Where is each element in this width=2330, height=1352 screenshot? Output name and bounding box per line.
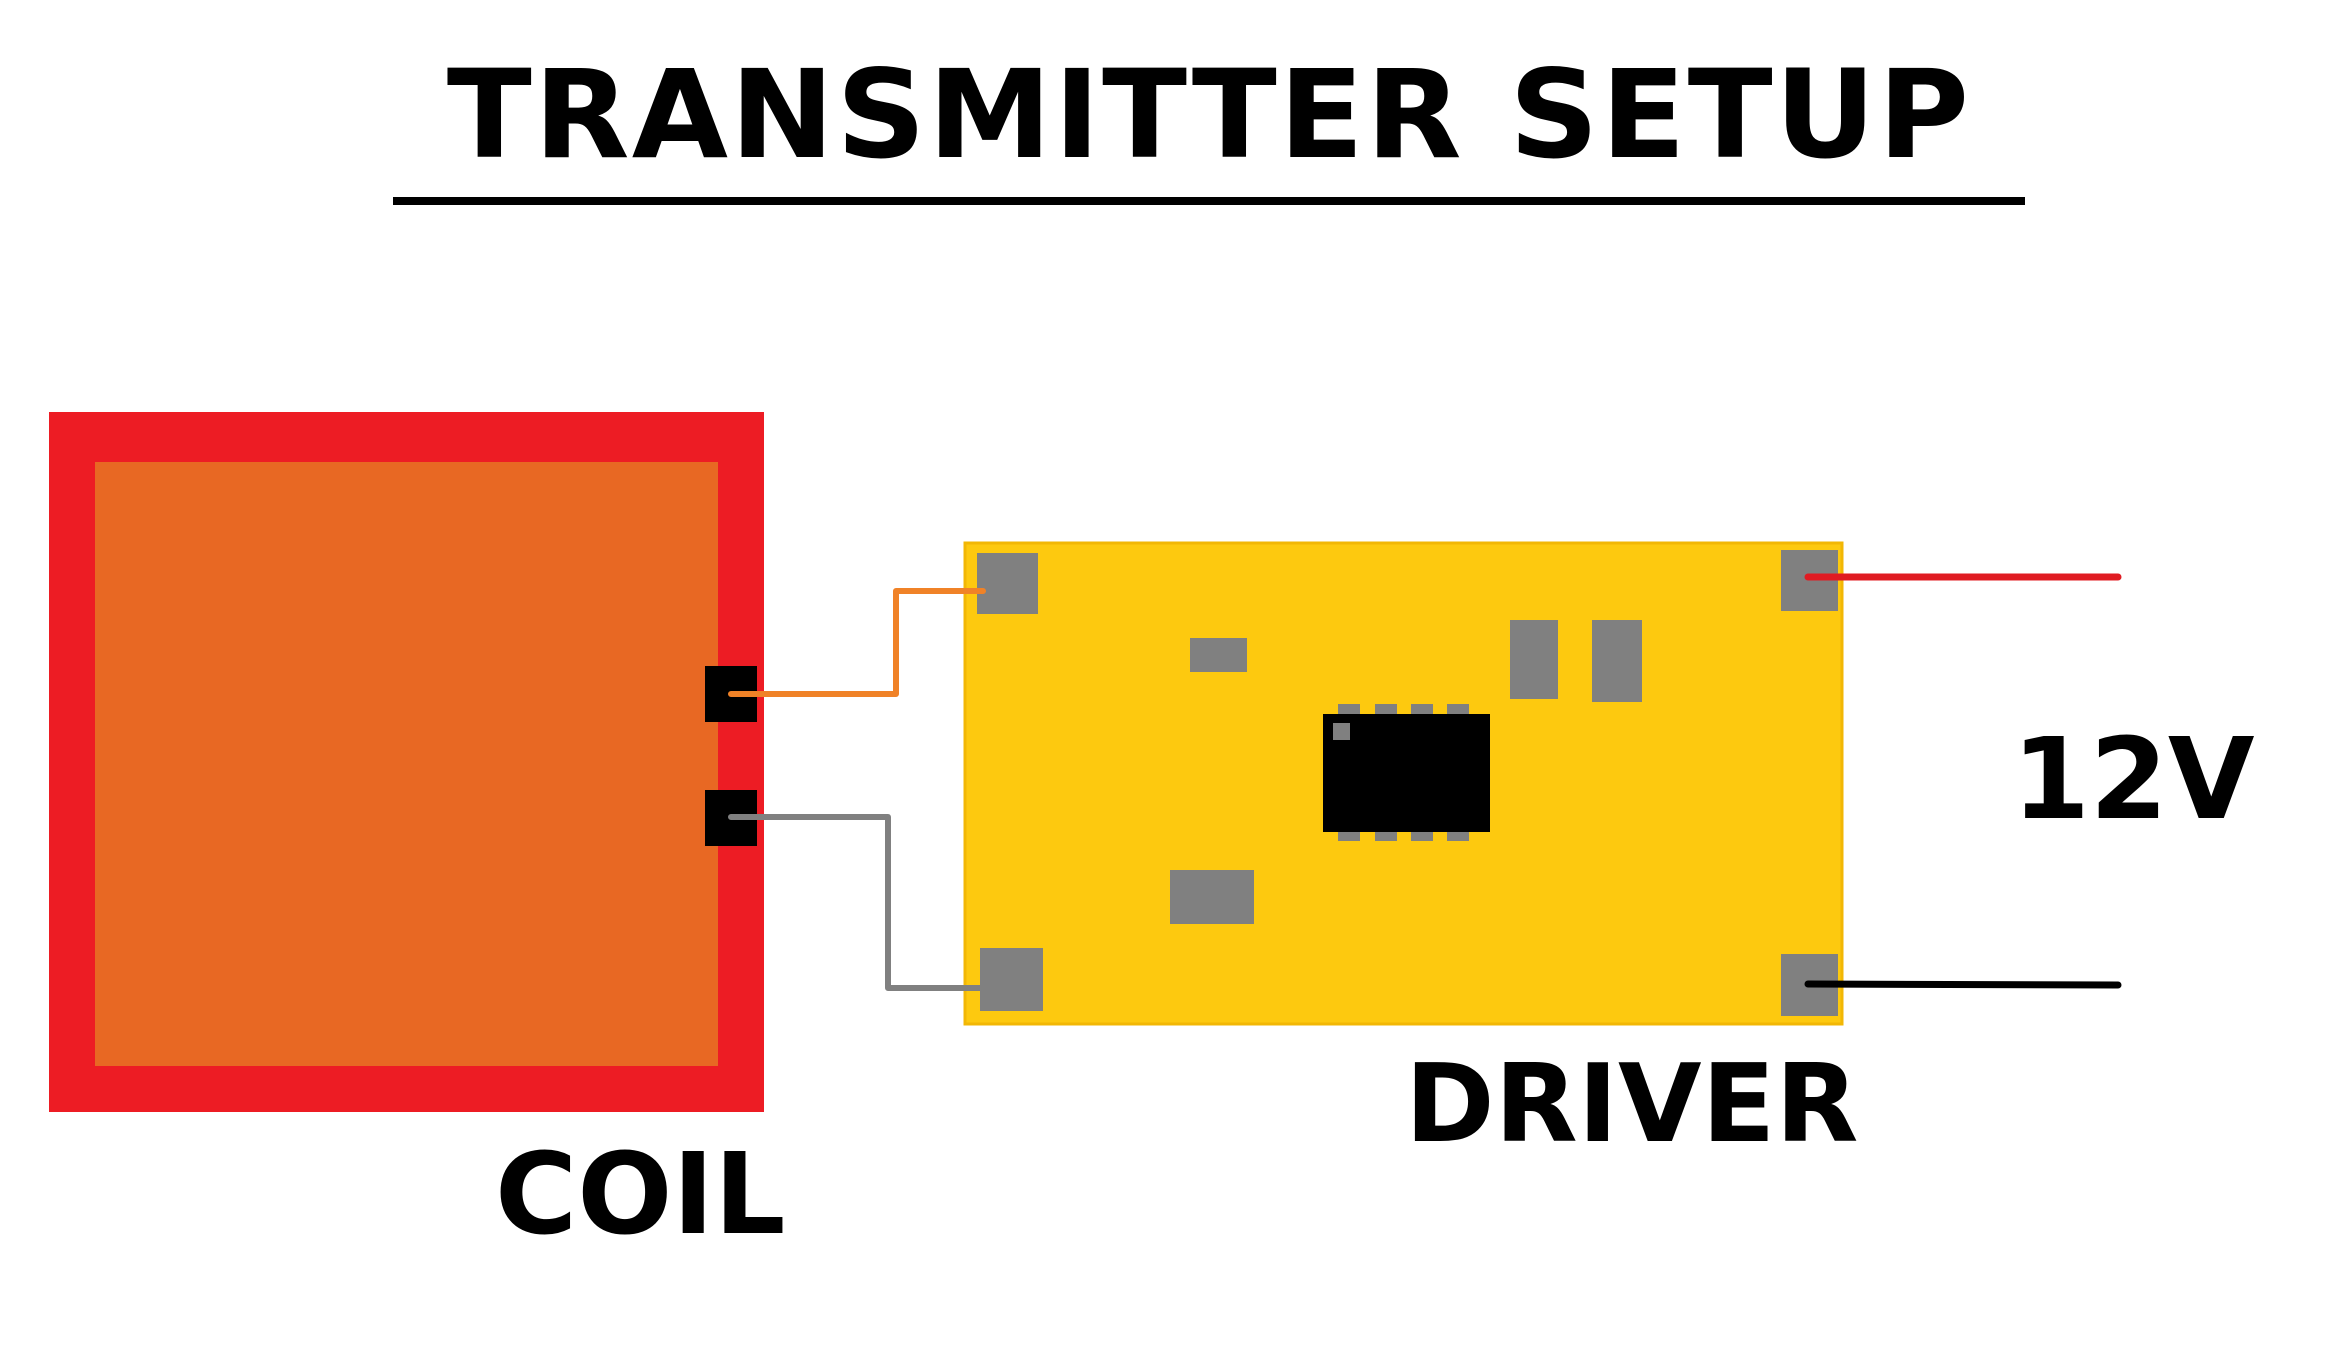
coil-wire-orange (728, 588, 986, 697)
ic-pin (1447, 704, 1469, 716)
ic-pin (1375, 704, 1397, 716)
ic-pin (1338, 704, 1360, 716)
ic-body (1323, 714, 1490, 832)
power-wire-negative (1804, 980, 2122, 989)
smd-component-tall-right (1592, 620, 1642, 702)
voltage-label: 12V (2012, 715, 2255, 845)
ic-pin (1411, 704, 1433, 716)
board-pad-bottom-left (980, 948, 1043, 1011)
coil-label: COIL (495, 1130, 786, 1260)
ic-pin1-marker (1333, 723, 1350, 740)
diagram-title: TRANSMITTER SETUP (446, 44, 1972, 186)
smd-component-wide (1170, 870, 1254, 924)
smd-component-tall-left (1510, 620, 1558, 699)
ic-chip (1323, 704, 1490, 841)
title-underline (393, 197, 2025, 205)
coil-inner (95, 462, 718, 1066)
board-pad-top-left (977, 553, 1038, 614)
smd-component-small (1190, 638, 1247, 672)
driver-label: DRIVER (1405, 1042, 1859, 1167)
coil-wire-gray (728, 814, 988, 991)
